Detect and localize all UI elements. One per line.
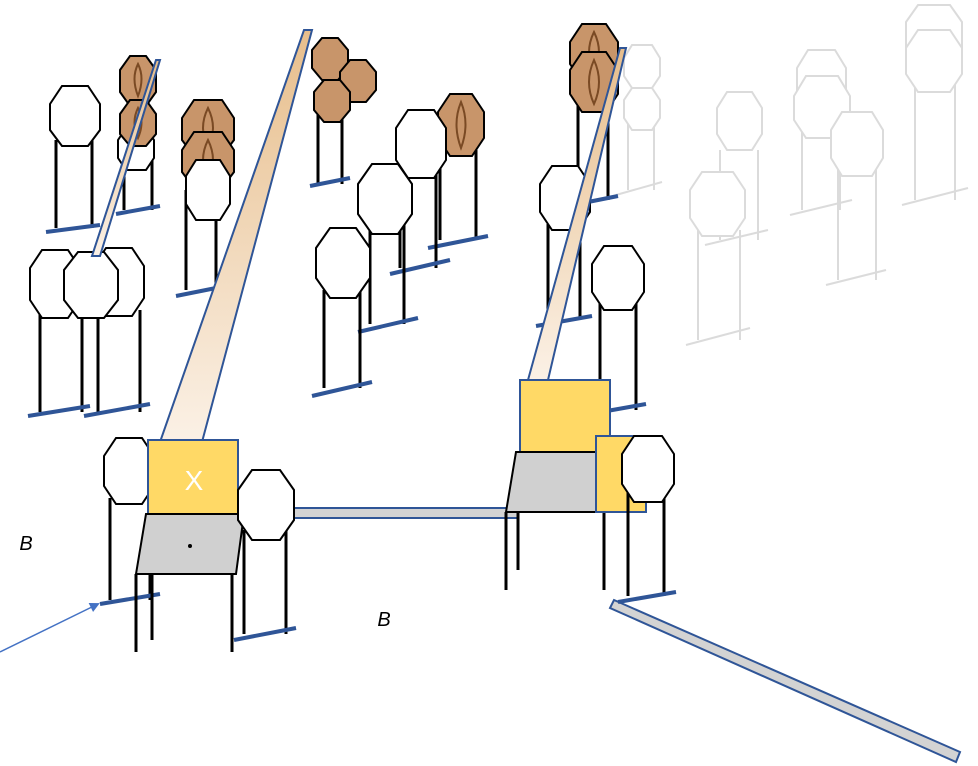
vision-barrier-left bbox=[158, 29, 314, 443]
no-shoot-target bbox=[185, 159, 231, 221]
no-shoot-target bbox=[621, 435, 675, 503]
target-stand bbox=[45, 85, 101, 234]
shoot-target bbox=[313, 79, 351, 123]
faded-target-stand bbox=[825, 111, 887, 286]
x-marker-label: X bbox=[185, 465, 204, 496]
right-shooting-position bbox=[504, 379, 677, 604]
target-stand bbox=[427, 93, 489, 250]
table-top-right bbox=[504, 451, 607, 513]
no-shoot-target bbox=[395, 109, 447, 179]
shooting-box-x[interactable] bbox=[147, 439, 239, 515]
steel-target-cluster bbox=[309, 37, 377, 188]
no-shoot-target bbox=[103, 437, 155, 505]
fault-line-middle bbox=[283, 507, 519, 519]
target-stand bbox=[589, 245, 647, 416]
faded-target-stand bbox=[704, 91, 769, 246]
vision-barrier-left-thin bbox=[90, 59, 162, 257]
target-stand bbox=[233, 469, 297, 642]
no-shoot-target bbox=[315, 227, 371, 299]
b-label-left: B bbox=[19, 533, 32, 555]
start-arrow bbox=[0, 603, 100, 653]
no-shoot-target bbox=[591, 245, 645, 311]
no-shoot-target bbox=[49, 85, 101, 147]
no-shoot-target bbox=[63, 251, 119, 319]
b-label-center: B bbox=[377, 609, 390, 631]
target-stand bbox=[311, 227, 373, 398]
target-stand bbox=[27, 247, 151, 418]
faded-target-stand bbox=[685, 171, 751, 346]
target-stand bbox=[99, 437, 161, 606]
no-shoot-target bbox=[237, 469, 295, 541]
left-shooting-position: X bbox=[99, 437, 297, 652]
fault-line-right bbox=[608, 598, 962, 764]
faded-target-stand bbox=[901, 4, 969, 206]
target-stand bbox=[617, 435, 677, 604]
faded-target-stand bbox=[615, 44, 663, 196]
no-shoot-target bbox=[357, 163, 413, 235]
table-mark-dot bbox=[188, 544, 192, 548]
target-stand bbox=[357, 163, 419, 334]
faded-targets-group bbox=[615, 4, 969, 346]
faded-target-stand bbox=[789, 49, 853, 216]
target-stand bbox=[175, 99, 235, 298]
